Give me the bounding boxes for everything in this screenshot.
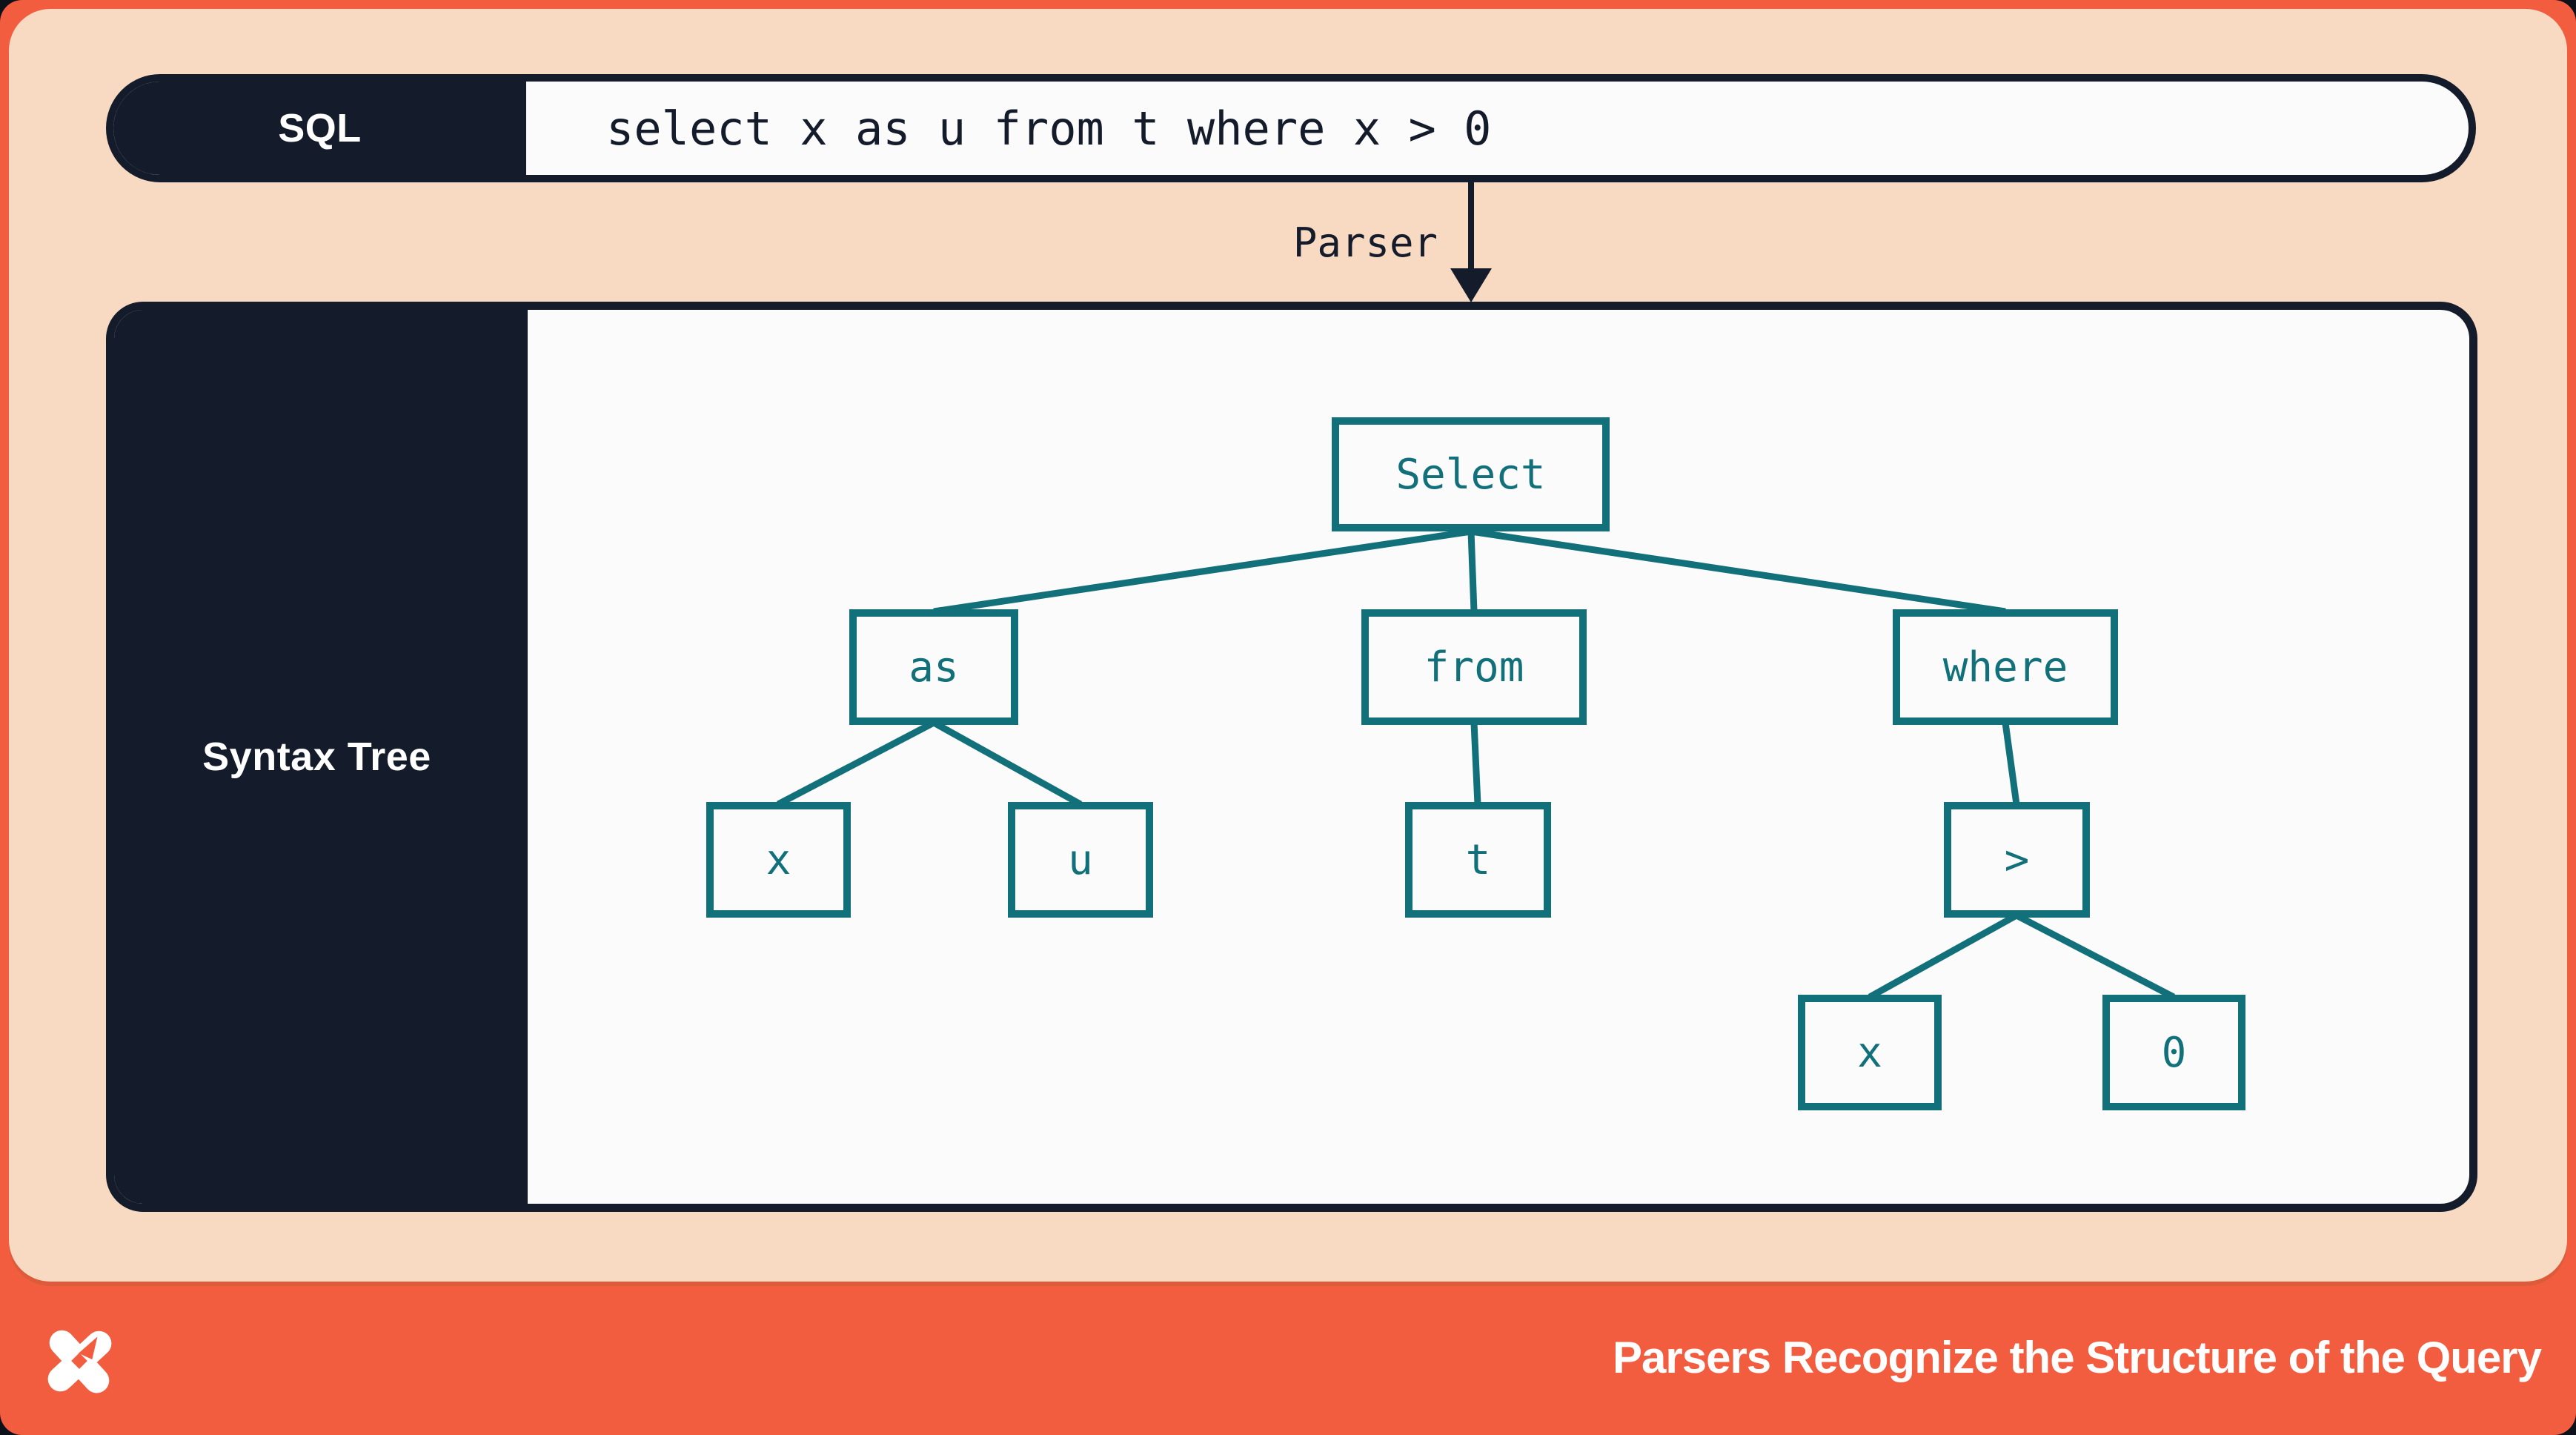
dolt-logo-icon (47, 1330, 112, 1393)
parser-label: Parser (1292, 219, 1438, 266)
tree-node-t: t (1405, 802, 1551, 918)
syntax-tree-label: Syntax Tree (202, 735, 431, 779)
sql-bar: SQL select x as u from t where x > 0 (106, 74, 2476, 182)
tree-node-greater-than: > (1944, 802, 2090, 918)
syntax-tree-sidebar: Syntax Tree (114, 310, 528, 1204)
tree-node-x-alias: x (706, 802, 851, 918)
tree-node-u: u (1008, 802, 1153, 918)
tree-node-x-operand: x (1798, 995, 1942, 1110)
tree-node-from: from (1361, 609, 1587, 725)
tree-node-zero: 0 (2102, 995, 2245, 1110)
sql-bar-label: SQL (113, 82, 526, 175)
parser-arrow-icon (1450, 268, 1492, 302)
tree-node-where: where (1893, 609, 2118, 725)
tree-node-select: Select (1332, 417, 1610, 531)
parser-arrow-line (1468, 182, 1474, 273)
sql-query-text: select x as u from t where x > 0 (606, 101, 1492, 156)
syntax-tree-box: Syntax Tree (106, 302, 2477, 1212)
tree-node-as: as (849, 609, 1018, 725)
footer-caption: Parsers Recognize the Structure of the Q… (1612, 1333, 2542, 1382)
